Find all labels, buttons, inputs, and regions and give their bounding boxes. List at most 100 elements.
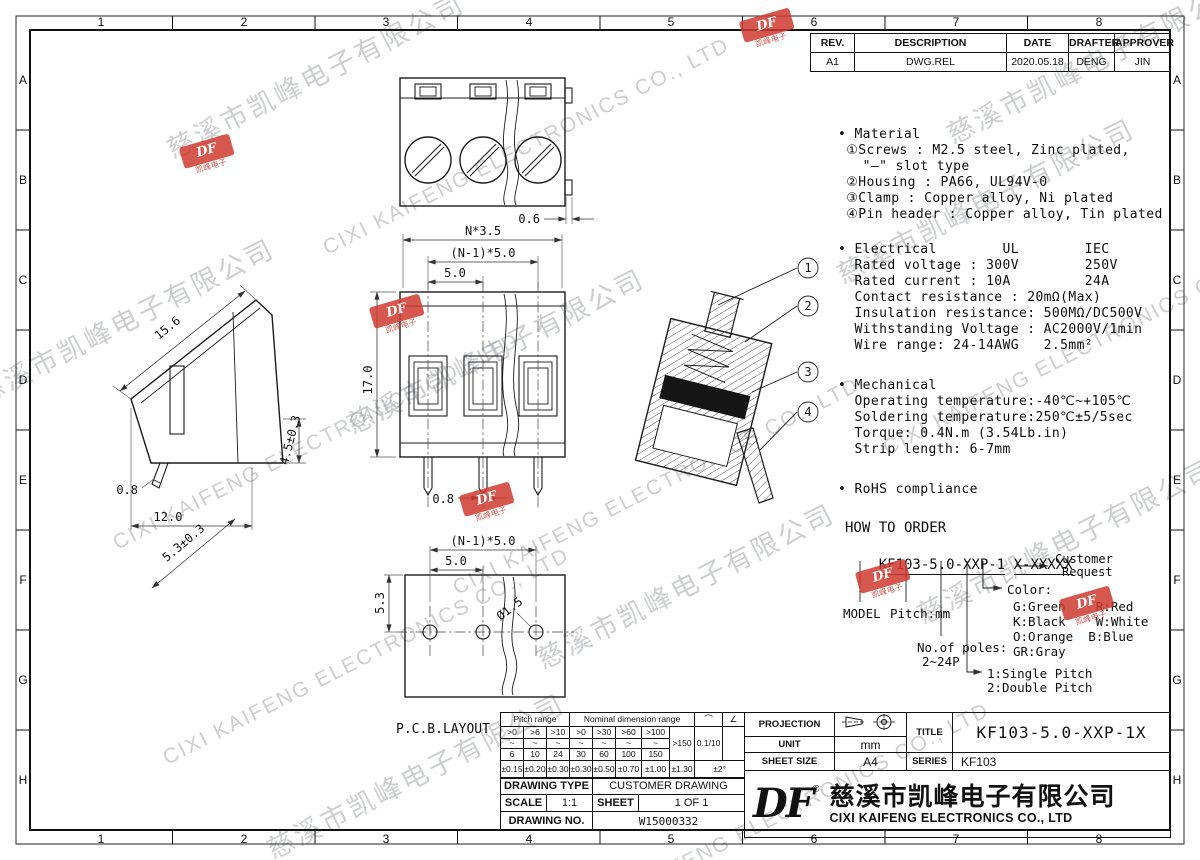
dim-top-tab: 0.6 xyxy=(518,197,594,226)
projection-symbol xyxy=(841,714,895,730)
order-pitch-type2: 2:Double Pitch xyxy=(987,680,1093,695)
drawing-info-table: DRAWING TYPE CUSTOMER DRAWING SCALE 1:1 … xyxy=(499,777,746,831)
dim-label-npitch: N*3.5 xyxy=(465,224,501,238)
tol-lower: >0 xyxy=(569,726,594,739)
tol-value: ±0.70 xyxy=(615,759,643,779)
rev-cell: JIN xyxy=(1114,52,1171,72)
order-color-line: K:Black W:White xyxy=(1013,614,1149,629)
zone-col-label: 8 xyxy=(1095,15,1103,29)
zone-col-label: 7 xyxy=(952,832,960,846)
callout-4: 4 xyxy=(804,405,811,419)
tol-lower: >100 xyxy=(641,726,671,739)
zone-row-label: B xyxy=(1172,173,1181,187)
unit-label: UNIT xyxy=(744,736,835,753)
order-code-part1: KF103-5.0-XXP-1 xyxy=(878,557,1006,575)
view-section xyxy=(634,290,774,504)
order-poles-value: 2~24P xyxy=(922,654,960,669)
spec-line: Rated current : 10A 24A xyxy=(838,274,1110,289)
tol-lower: >0 xyxy=(500,726,524,739)
order-customer-line2: Request xyxy=(1062,565,1113,579)
dim-label-pcb-span: (N-1)*5.0 xyxy=(450,534,515,548)
dims-front-top: N*3.5 (N-1)*5.0 5.0 xyxy=(402,224,563,288)
spec-line: Strip length: 6-7mm xyxy=(838,442,1011,457)
projection-label: PROJECTION xyxy=(744,712,835,737)
revision-row: A1 DWG.REL 2020.05.18 DENG JIN xyxy=(810,52,1171,72)
zone-row-label: H xyxy=(1172,773,1182,787)
pcb-layout-label: P.C.B.LAYOUT xyxy=(396,722,490,737)
dim-label-side-pin: 0.8 xyxy=(116,483,138,497)
rev-header-cell: DRAFTER xyxy=(1068,33,1119,53)
dim-side-pin-width: 0.8 xyxy=(116,477,156,497)
zone-col-label: 5 xyxy=(667,832,675,846)
dim-label-pin-width: 0.8 xyxy=(432,492,454,506)
tol-upper: 100 xyxy=(615,747,643,761)
tol-value: ±1.30 xyxy=(669,759,696,779)
tol-upper: 60 xyxy=(592,747,617,761)
tolerance-table: Pitch range Nominal dimension range ⌒ ∠ … xyxy=(499,712,746,779)
spec-line: Soldering temperature:250℃±5/5sec xyxy=(838,410,1133,425)
order-color-label: Color: xyxy=(1007,582,1053,597)
spec-line: ③Clamp : Copper alloy, Ni plated xyxy=(838,191,1114,206)
angle-symbol: ∠ xyxy=(722,712,746,727)
section-callouts: 1 2 3 4 xyxy=(717,257,819,451)
zone-row-label: D xyxy=(1172,373,1182,387)
spec-section-title: • Material xyxy=(838,127,921,142)
unit-value: mm xyxy=(834,736,907,753)
spec-section-title: • RoHS compliance xyxy=(838,482,978,497)
zone-row-label: C xyxy=(18,273,28,287)
spec-line: Insulation resistance: 500MΩ/DC500V xyxy=(838,306,1143,321)
zone-row-label: C xyxy=(1172,273,1182,287)
company-logo: DF® xyxy=(753,780,820,827)
drawing-no-label: DRAWING NO. xyxy=(499,811,594,831)
tol-tilde: ~ xyxy=(500,738,524,749)
projection-symbol-cell xyxy=(834,712,907,737)
zone-col-label: 1 xyxy=(97,832,105,846)
zone-row-label: H xyxy=(18,773,28,787)
spec-line: Contact resistance : 20mΩ(Max) xyxy=(838,290,1102,305)
spec-rohs: • RoHS compliance xyxy=(838,482,978,498)
order-model-label: MODEL xyxy=(843,606,881,621)
tol-lower: >30 xyxy=(592,726,617,739)
rev-cell: A1 xyxy=(810,52,855,72)
zone-col-label: 3 xyxy=(382,832,390,846)
tol-tilde: ~ xyxy=(569,738,594,749)
tol-value: ±0.20 xyxy=(523,759,547,779)
zone-col-label: 4 xyxy=(525,832,533,846)
dim-label-pcb-hole: Ø1.5 xyxy=(494,594,525,623)
dim-label-pin-pos: 5.3±0.3 xyxy=(160,521,208,564)
dim-label-tab: 0.6 xyxy=(518,212,540,226)
series-value: KF103 xyxy=(952,752,1171,771)
zone-col-label: 6 xyxy=(810,15,818,29)
tol-tilde: ~ xyxy=(592,738,617,749)
tol-lower: >10 xyxy=(545,726,571,739)
spec-mechanical: • Mechanical Operating temperature:-40℃~… xyxy=(838,378,1133,458)
view-top xyxy=(399,77,573,207)
scale-label: SCALE xyxy=(500,794,547,812)
spec-line: Withstanding Voltage : AC2000V/1min xyxy=(838,322,1143,337)
dim-label-depth: 12.0 xyxy=(154,510,183,524)
dim-label-pcb-pitch: 5.0 xyxy=(445,554,467,568)
tol-upper: 150 xyxy=(641,747,671,761)
rev-header-cell: DESCRIPTION xyxy=(854,33,1007,53)
spec-line: Operating temperature:-40℃~+105℃ xyxy=(838,394,1132,409)
company-logo-mark: DF xyxy=(753,780,813,827)
callout-2: 2 xyxy=(804,299,811,313)
tol-upper: 24 xyxy=(545,747,571,761)
zone-row-label: G xyxy=(1172,673,1182,687)
registered-mark-icon: ® xyxy=(812,784,820,795)
sheet-size-value: A4 xyxy=(834,752,907,771)
view-side xyxy=(130,299,284,489)
tol-angle-value: ±2° xyxy=(694,759,746,779)
rev-cell: 2020.05.18 xyxy=(1006,52,1069,72)
zone-col-label: 6 xyxy=(810,832,818,846)
company-name-en: CIXI KAIFENG ELECTRONICS CO., LTD xyxy=(829,811,1073,826)
tol-value: ±0.50 xyxy=(592,759,617,779)
dim-label-pcb-row: 5.3 xyxy=(373,592,387,614)
order-color-line: O:Orange B:Blue xyxy=(1013,629,1134,644)
tol-lower: >60 xyxy=(615,726,643,739)
tol-upper: 10 xyxy=(523,747,547,761)
spec-electrical: • Electrical UL IEC Rated voltage : 300V… xyxy=(838,242,1142,354)
drawing-no-value: W15000332 xyxy=(592,811,746,831)
dim-label-slant: 15.6 xyxy=(152,313,183,342)
